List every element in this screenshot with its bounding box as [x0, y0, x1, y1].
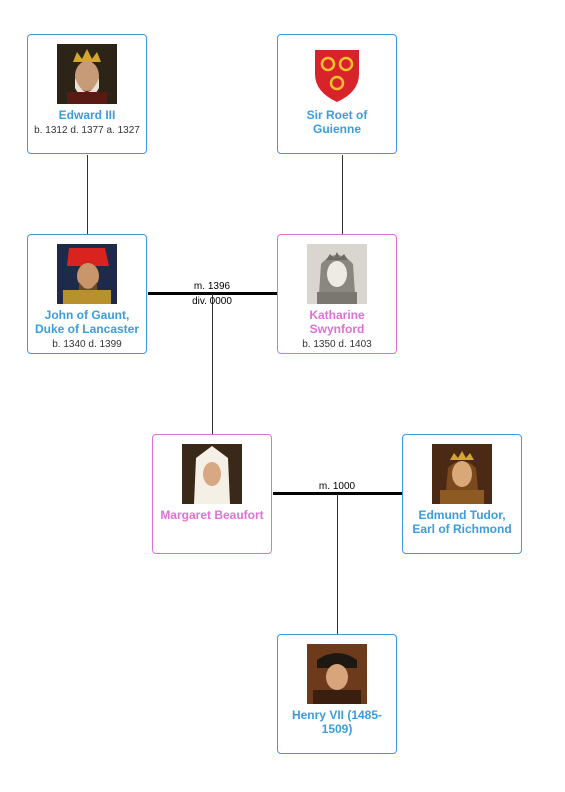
marriage-label: m. 1396	[193, 281, 231, 292]
person-card-edmund-tudor[interactable]: Edmund Tudor, Earl of Richmond	[402, 434, 522, 554]
parent-line-roet-katharine	[342, 155, 343, 235]
person-card-sir-roet[interactable]: Sir Roet of Guienne	[277, 34, 397, 154]
lady-portrait-icon	[307, 244, 367, 304]
crowned-portrait-icon	[432, 444, 492, 504]
person-name: Edward III	[58, 108, 116, 122]
lady-portrait-icon	[182, 444, 242, 504]
king-portrait-icon	[307, 644, 367, 704]
person-card-edward-iii[interactable]: Edward III b. 1312 d. 1377 a. 1327	[27, 34, 147, 154]
person-card-henry-vii[interactable]: Henry VII (1485-1509)	[277, 634, 397, 754]
person-dates: b. 1350 d. 1403	[302, 339, 372, 350]
divorce-label: div. 0000	[192, 296, 232, 307]
person-card-john-of-gaunt[interactable]: John of Gaunt, Duke of Lancaster b. 1340…	[27, 234, 147, 354]
person-name: John of Gaunt, Duke of Lancaster	[34, 308, 140, 336]
coat-of-arms-icon	[307, 44, 367, 104]
child-line-margaret	[212, 294, 213, 434]
child-line-henry	[337, 494, 338, 634]
person-dates: b. 1340 d. 1399	[52, 339, 122, 350]
person-name: Edmund Tudor, Earl of Richmond	[412, 508, 512, 536]
marriage-line-john-katharine	[148, 292, 278, 295]
king-portrait-icon	[57, 44, 117, 104]
marriage-label: m. 1000	[318, 481, 356, 492]
person-name: Henry VII (1485-1509)	[291, 708, 383, 736]
marriage-line-margaret-edmund	[273, 492, 403, 495]
person-card-katharine-swynford[interactable]: Katharine Swynford b. 1350 d. 1403	[277, 234, 397, 354]
parent-line-edward-john	[87, 155, 88, 235]
person-name: Sir Roet of Guienne	[306, 108, 368, 136]
person-name: Katharine Swynford	[309, 308, 365, 336]
person-dates: b. 1312 d. 1377 a. 1327	[34, 125, 140, 136]
person-name: Margaret Beaufort	[160, 508, 264, 522]
nobleman-portrait-icon	[57, 244, 117, 304]
person-card-margaret-beaufort[interactable]: Margaret Beaufort	[152, 434, 272, 554]
